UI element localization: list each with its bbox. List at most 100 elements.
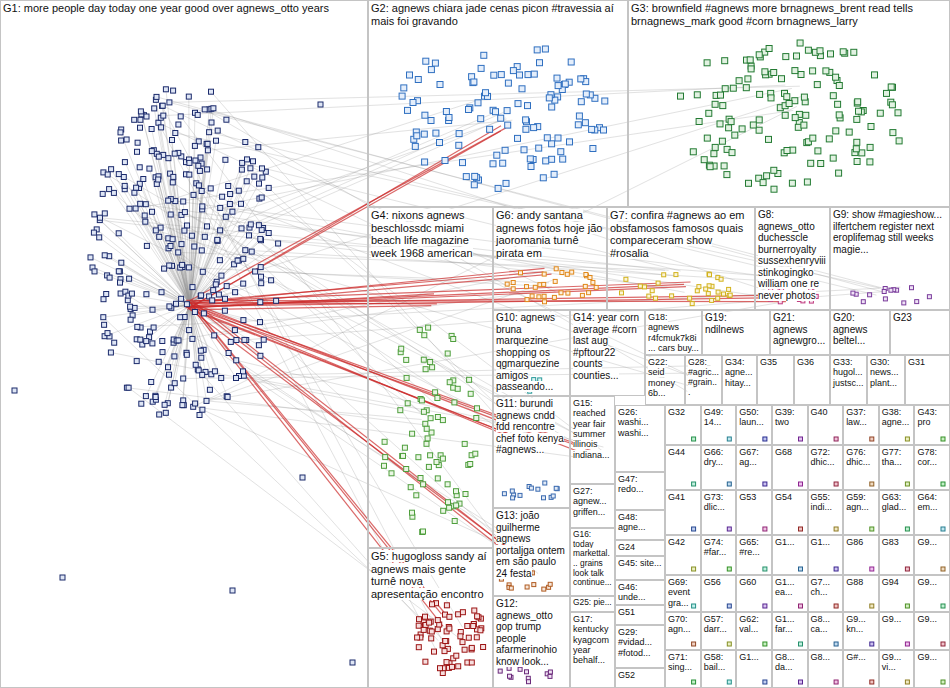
- group-label: G27: agnew... griffen...: [573, 486, 607, 517]
- network-mark: [525, 670, 529, 674]
- network-mark: [591, 280, 595, 284]
- network-mark: [240, 160, 245, 165]
- network-mark: [797, 40, 803, 46]
- network-mark: [786, 101, 792, 107]
- network-mark: [187, 172, 192, 177]
- network-mark: [193, 106, 797, 406]
- network-mark: [544, 135, 550, 141]
- network-mark: [447, 626, 452, 631]
- network-mark: [701, 157, 707, 163]
- group-box: G63: glad...: [879, 490, 915, 535]
- network-mark: [836, 170, 842, 176]
- network-mark: [227, 202, 232, 207]
- group-label: G1: more people day today one year good …: [3, 2, 329, 14]
- network-mark: [467, 377, 472, 382]
- network-mark: [548, 670, 552, 674]
- network-mark: [771, 70, 777, 76]
- group-box: G46: unde...: [615, 580, 665, 605]
- network-mark: [451, 337, 456, 342]
- group-box: G16: today markettal... grains look talk…: [570, 528, 615, 596]
- network-mark: [695, 289, 699, 293]
- network-mark: [478, 628, 483, 633]
- network-mark: [107, 187, 112, 192]
- network-mark: [176, 250, 181, 255]
- network-mark: [400, 454, 405, 459]
- network-mark: [248, 222, 253, 227]
- group-box: G76: dhic...: [843, 445, 879, 490]
- network-mark: [764, 173, 770, 179]
- network-mark: [861, 300, 865, 304]
- group-label: G8... ca...: [811, 614, 831, 634]
- network-mark: [853, 146, 859, 152]
- network-mark: [763, 680, 767, 684]
- network-mark: [511, 281, 515, 285]
- group-label: G52: [618, 670, 635, 680]
- network-mark: [763, 604, 767, 608]
- network-mark: [204, 141, 209, 146]
- network-mark: [92, 269, 97, 274]
- network-mark: [548, 674, 552, 678]
- network-mark: [578, 99, 584, 105]
- network-mark: [462, 441, 467, 446]
- group-label: G1...: [775, 537, 795, 547]
- network-mark: [463, 492, 468, 497]
- group-box: G10: agnews bruna marquezine shopping os…: [493, 310, 570, 396]
- network-mark: [445, 351, 450, 356]
- network-mark: [405, 107, 411, 113]
- network-mark: [138, 201, 143, 206]
- network-mark: [692, 437, 696, 441]
- network-mark: [724, 172, 730, 178]
- network-mark: [543, 158, 549, 164]
- network-mark: [236, 360, 525, 551]
- group-label: G60: [739, 577, 756, 587]
- network-mark: [258, 236, 263, 241]
- network-mark: [141, 111, 190, 305]
- group-label: G6: andy santana agnews fotos hoje jão j…: [496, 209, 602, 259]
- network-mark: [718, 92, 724, 98]
- network-mark: [109, 167, 114, 172]
- network-mark: [795, 124, 801, 130]
- network-mark: [432, 60, 438, 66]
- network-mark: [197, 168, 202, 173]
- group-label: G7: confira #agnews ao em obsfamosos fam…: [610, 209, 745, 259]
- network-mark: [233, 290, 238, 295]
- network-mark: [249, 249, 254, 254]
- network-mark: [243, 140, 248, 145]
- group-label: G3: brownfield #agnews more brnagnews_br…: [631, 2, 913, 27]
- group-box: G74: #far...: [701, 535, 737, 575]
- group-label: G74: #far...: [704, 537, 727, 557]
- network-mark: [166, 156, 171, 161]
- network-mark: [243, 371, 529, 567]
- network-mark: [491, 72, 497, 78]
- group-label: G8: agnews_otto duchesscle burnerroyalty…: [758, 209, 826, 301]
- network-mark: [205, 148, 210, 153]
- network-mark: [205, 167, 210, 172]
- network-mark: [421, 482, 426, 487]
- group-label: G67: ag...: [739, 447, 759, 467]
- network-mark: [187, 160, 192, 165]
- network-mark: [423, 659, 428, 664]
- group-box: G59: agn...: [843, 490, 879, 535]
- network-mark: [941, 680, 945, 684]
- network-mark: [582, 120, 588, 126]
- network-mark: [141, 177, 146, 182]
- network-mark: [167, 304, 172, 309]
- network-mark: [456, 612, 461, 617]
- network-mark: [456, 664, 461, 669]
- network-mark: [799, 642, 803, 646]
- network-mark: [505, 122, 511, 128]
- network-mark: [690, 302, 694, 306]
- network-mark: [941, 482, 945, 486]
- group-box: G9...: [914, 650, 950, 688]
- network-mark: [478, 65, 484, 71]
- network-mark: [256, 223, 261, 228]
- group-box: G72: dhic...: [808, 445, 844, 490]
- network-mark: [530, 294, 534, 298]
- network-mark: [422, 333, 427, 338]
- network-mark: [435, 476, 440, 481]
- network-mark: [643, 285, 647, 289]
- network-mark: [248, 166, 253, 171]
- network-mark: [756, 117, 762, 123]
- network-mark: [870, 527, 874, 531]
- network-mark: [138, 117, 143, 122]
